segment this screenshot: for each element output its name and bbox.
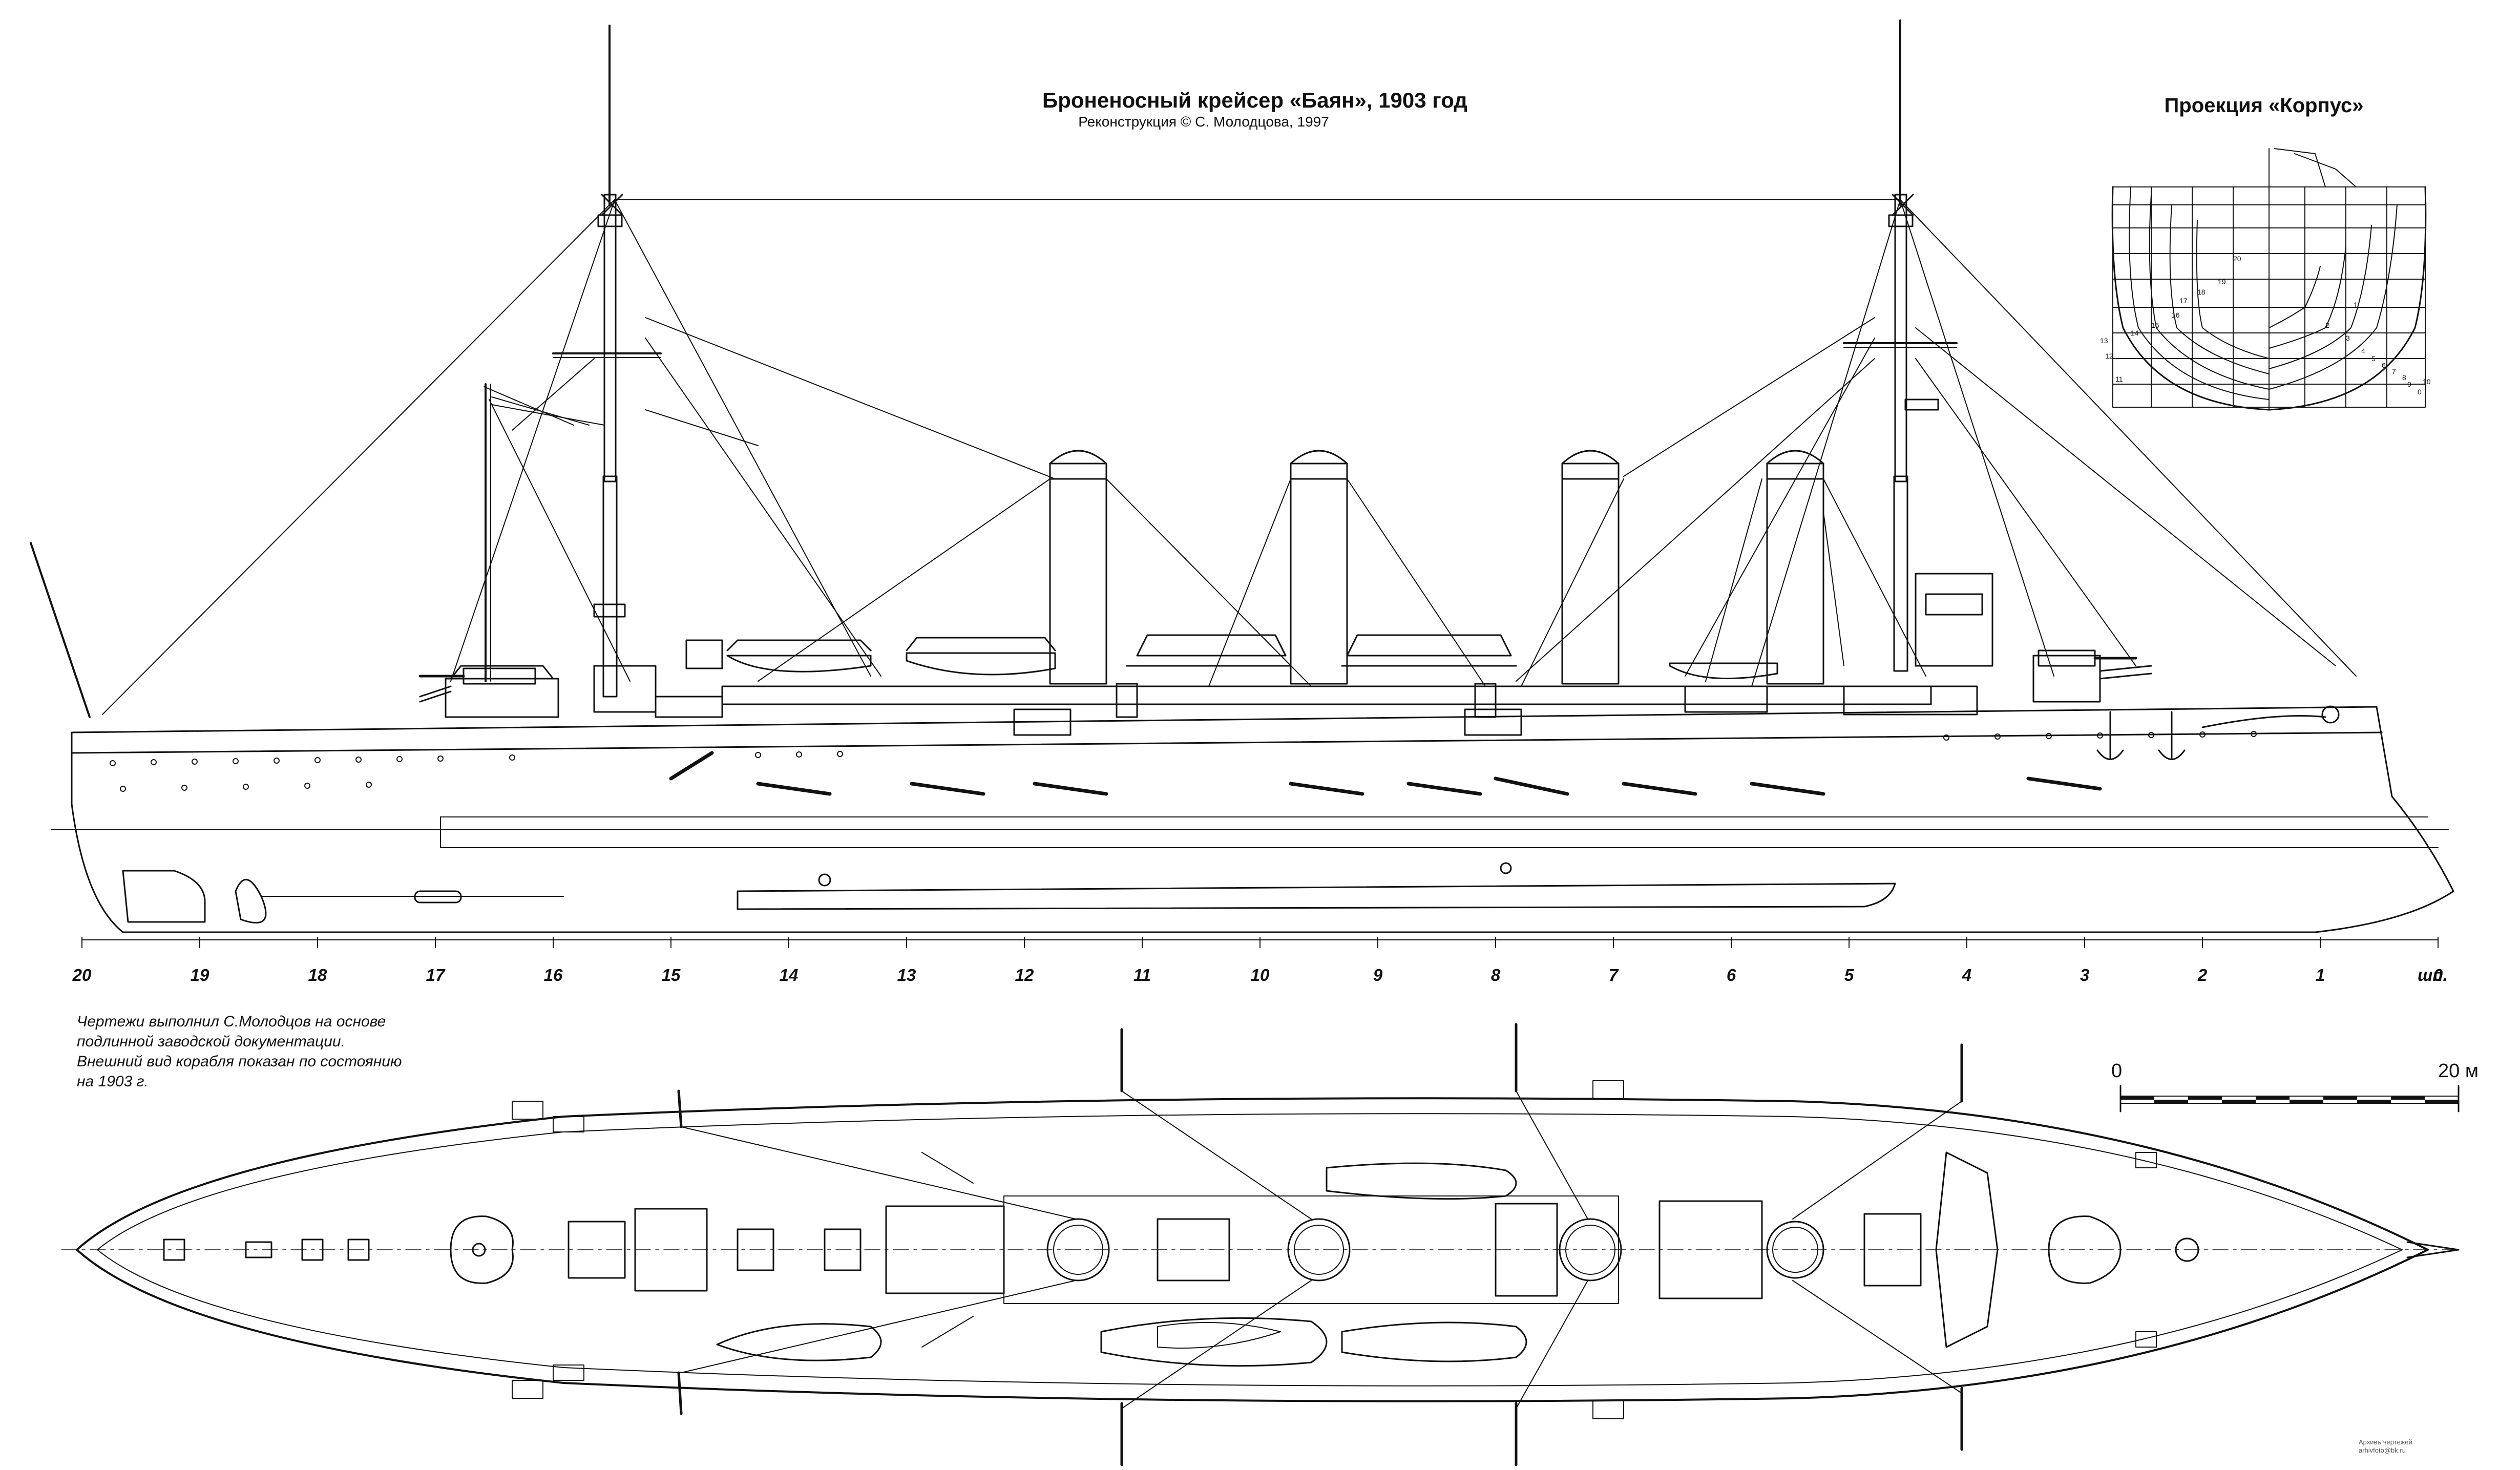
length-scale-bar: [2119, 1085, 2460, 1112]
station-number-18: 18: [2197, 288, 2206, 296]
funnel-4: [1766, 450, 1824, 685]
station-number-0: 0: [2418, 388, 2422, 396]
superstructure: [419, 573, 2152, 736]
scale-end-label: 20 м: [2438, 1060, 2479, 1082]
frame-label-9: 9: [1373, 965, 1383, 984]
funnel-2: [1290, 450, 1348, 685]
frame-label-12: 12: [1015, 965, 1034, 984]
station-number-6: 6: [2382, 361, 2386, 369]
fore-mast: [484, 25, 662, 698]
frame-label-1: 1: [2315, 965, 2325, 984]
anchors: [2096, 705, 2340, 760]
frame-label-5: 5: [1844, 965, 1854, 984]
frame-unit: шп.: [2418, 965, 2448, 984]
projection-title: Проекция «Корпус»: [2164, 94, 2364, 117]
station-number-20: 20: [2233, 255, 2241, 263]
frame-label-10: 10: [1250, 965, 1270, 984]
station-number-5: 5: [2371, 354, 2376, 363]
frame-scale: [81, 937, 2439, 948]
frame-label-4: 4: [1962, 965, 1972, 984]
plan-rigging: [681, 1090, 1962, 1409]
station-number-13: 13: [2100, 337, 2108, 345]
station-number-16: 16: [2172, 311, 2180, 319]
station-number-15: 15: [2151, 321, 2159, 329]
side-elevation: [30, 19, 2454, 948]
archive-email: arhivfoto@bk.ru: [2359, 1446, 2406, 1454]
frame-label-7: 7: [1608, 965, 1619, 984]
frame-label-2: 2: [2197, 965, 2208, 984]
frame-label-19: 19: [190, 965, 209, 984]
plan-view: [61, 1023, 2460, 1466]
frame-label-13: 13: [897, 965, 916, 984]
station-number-17: 17: [2179, 297, 2188, 305]
station-number-7: 7: [2392, 367, 2396, 375]
frame-label-14: 14: [779, 965, 799, 984]
plan-turrets: [450, 1151, 2199, 1348]
station-number-11: 11: [2115, 375, 2123, 383]
station-number-8: 8: [2402, 373, 2406, 382]
portholes: [110, 731, 2257, 792]
frame-label-20: 20: [72, 965, 92, 984]
station-number-1: 1: [2354, 301, 2358, 309]
station-number-10: 10: [2423, 377, 2431, 386]
frame-label-15: 15: [661, 965, 681, 984]
main-mast: [1843, 19, 1958, 672]
deck-outline: [76, 1097, 2429, 1402]
body-plan: 0 1 2 3 4 5 6 7 8 9 10 11 12 13 14 15 16…: [2100, 148, 2431, 411]
gun-turrets: [418, 649, 2137, 685]
drawing-subtitle: Реконструкция © С. Молодцова, 1997: [1078, 114, 1329, 130]
hull: [71, 706, 2454, 933]
plan-booms: [677, 1023, 1963, 1466]
station-number-19: 19: [2218, 278, 2226, 286]
funnels: [1049, 450, 1824, 685]
credits-note: Чертежи выполнил С.Молодцов на основе по…: [77, 1013, 402, 1090]
plan-boats: [716, 1162, 1527, 1367]
rigging: [102, 199, 2357, 715]
frame-label-16: 16: [543, 965, 563, 984]
frame-label-8: 8: [1490, 965, 1501, 984]
station-number-2: 2: [2325, 321, 2329, 329]
station-number-14: 14: [2131, 329, 2139, 337]
funnel-1: [1049, 450, 1107, 685]
station-number-9: 9: [2407, 380, 2411, 388]
archive-name: Архивъ чертежей: [2359, 1438, 2412, 1446]
station-number-4: 4: [2361, 347, 2365, 355]
scale-start-label: 0: [2111, 1060, 2123, 1082]
frame-label-17: 17: [426, 965, 445, 984]
boats: [726, 634, 1778, 680]
ladders: [512, 1080, 2157, 1419]
plan-funnels: [1046, 1218, 1824, 1282]
frame-label-18: 18: [308, 965, 327, 984]
derrick-posts: [30, 383, 491, 718]
station-number-12: 12: [2105, 352, 2113, 360]
frame-label-3: 3: [2080, 965, 2090, 984]
frame-label-0: 0: [2433, 965, 2443, 984]
frame-label-11: 11: [1133, 965, 1151, 984]
funnel-3: [1561, 450, 1620, 685]
archive-note: Архивъ чертежей arhivfoto@bk.ru: [2359, 1438, 2482, 1455]
station-number-3: 3: [2346, 334, 2350, 342]
drawing-title: Броненосный крейсер «Баян», 1903 год: [1042, 88, 1467, 112]
plan-superstructure: [163, 1195, 1922, 1304]
frame-label-6: 6: [1726, 965, 1736, 984]
booms: [669, 751, 2102, 796]
rudder-propeller: [122, 870, 564, 924]
